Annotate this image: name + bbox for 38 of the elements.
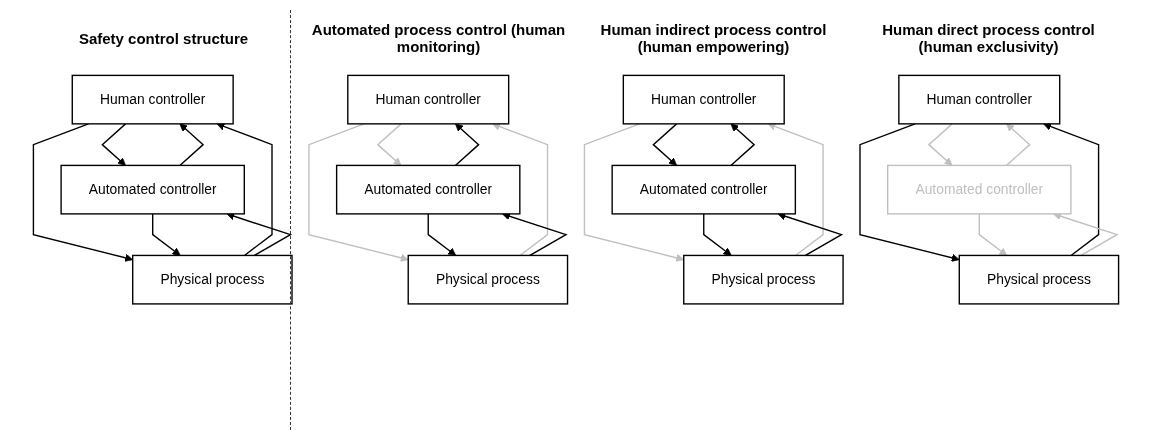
node-box: Human controller bbox=[898, 74, 1061, 125]
arrow bbox=[427, 213, 457, 256]
arrow bbox=[376, 123, 402, 166]
node-box: Automated controller bbox=[60, 164, 245, 215]
arrow bbox=[216, 122, 273, 257]
arrow bbox=[652, 123, 678, 166]
node-box: Physical process bbox=[132, 254, 293, 305]
arrow bbox=[1005, 123, 1031, 167]
node-box: Human controller bbox=[71, 74, 234, 125]
arrow bbox=[927, 123, 953, 166]
node-box: Automated controller bbox=[887, 164, 1072, 215]
node-box: Automated controller bbox=[611, 164, 797, 215]
arrow bbox=[1043, 122, 1100, 257]
panel-heading: Safety control structure bbox=[77, 29, 250, 47]
panel-heading: Automated process control (human monitoring) bbox=[310, 21, 567, 55]
arrow bbox=[859, 123, 960, 262]
arrow bbox=[454, 123, 480, 167]
node-box: Human controller bbox=[347, 74, 510, 125]
node-box: Automated controller bbox=[335, 164, 521, 215]
node-box: Physical process bbox=[683, 254, 844, 305]
node-box: Physical process bbox=[407, 254, 569, 305]
arrow bbox=[101, 123, 127, 166]
node-box: Human controller bbox=[622, 74, 785, 125]
arrow bbox=[978, 213, 1008, 256]
panel-heading: Human indirect process control (human empowering) bbox=[599, 21, 828, 55]
arrow bbox=[1053, 212, 1119, 257]
arrow bbox=[703, 213, 732, 256]
arrow bbox=[730, 123, 756, 167]
arrow bbox=[767, 122, 824, 257]
arrow bbox=[777, 212, 844, 257]
arrow bbox=[308, 123, 409, 262]
arrow bbox=[502, 212, 568, 257]
arrow bbox=[492, 122, 549, 257]
arrow bbox=[152, 213, 181, 256]
arrow bbox=[179, 123, 205, 167]
arrow bbox=[226, 212, 293, 257]
panel-heading: Human direct process control (human exclusivity) bbox=[881, 21, 1096, 55]
node-box: Physical process bbox=[958, 254, 1120, 305]
